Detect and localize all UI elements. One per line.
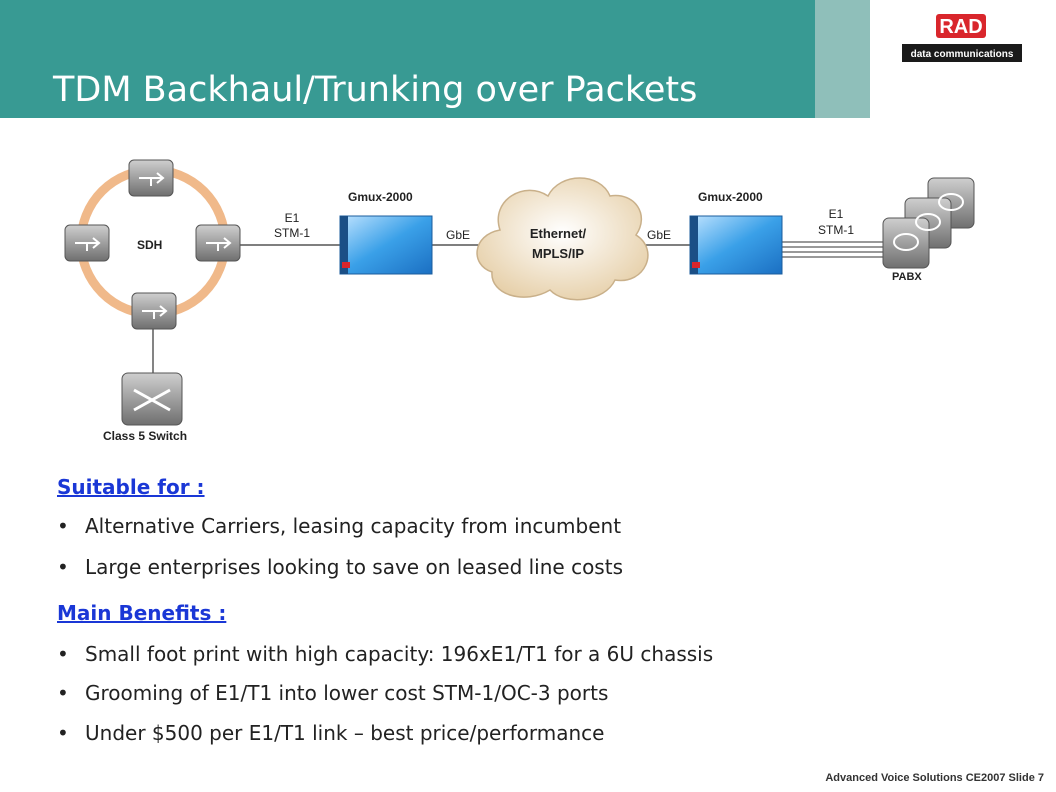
router-icon-left <box>64 224 110 262</box>
logo-subtext: data communications <box>911 49 1014 60</box>
benefits-bullet-3: • Under $500 per E1/T1 link – best price/… <box>57 721 604 745</box>
gmux-right-icon <box>689 215 783 275</box>
benefits-bullet-1: • Small foot print with high capacity: 19… <box>57 642 713 666</box>
benefits-bullet-2: • Grooming of E1/T1 into lower cost STM-1… <box>57 681 608 705</box>
bullet-dot: • <box>57 721 69 745</box>
bullet-dot: • <box>57 681 69 705</box>
gbe-left-label: GbE <box>446 228 471 242</box>
slide-title: TDM Backhaul/Trunking over Packets <box>53 70 698 110</box>
left-link-stm1-label: STM-1 <box>274 226 310 240</box>
bullet-text: Large enterprises looking to save on lea… <box>85 555 623 579</box>
gbe-right-label: GbE <box>647 228 672 242</box>
bullet-dot: • <box>57 555 69 579</box>
bullet-text: Under $500 per E1/T1 link – best price/p… <box>85 721 605 745</box>
bullet-text: Grooming of E1/T1 into lower cost STM-1/… <box>85 681 609 705</box>
router-icon-top <box>128 159 174 197</box>
pabx-label: PABX <box>892 271 922 283</box>
cloud-label-line2: MPLS/IP <box>531 246 584 261</box>
bullet-text: Small foot print with high capacity: 196… <box>85 642 714 666</box>
cloud-label-line1: Ethernet/ <box>529 226 587 241</box>
cloud-icon <box>476 177 649 301</box>
suitable-bullet-1: • Alternative Carriers, leasing capacity … <box>57 514 621 538</box>
bullet-dot: • <box>57 642 69 666</box>
slide-footer: Advanced Voice Solutions CE2007 Slide 7 <box>825 772 1044 784</box>
gmux-left-icon <box>339 215 433 275</box>
right-link-stm1-label: STM-1 <box>818 223 854 237</box>
header-band <box>0 0 870 118</box>
class5-switch-label: Class 5 Switch <box>103 429 188 443</box>
header-accent <box>815 0 870 118</box>
bullet-dot: • <box>57 514 69 538</box>
suitable-bullet-2: • Large enterprises looking to save on le… <box>57 555 623 579</box>
gmux-right-label: Gmux-2000 <box>698 190 763 204</box>
logo-text: RAD <box>939 16 982 38</box>
bullet-text: Alternative Carriers, leasing capacity f… <box>85 514 622 538</box>
router-icon-right <box>195 224 241 262</box>
sdh-label: SDH <box>137 238 163 252</box>
gmux-left-label: Gmux-2000 <box>348 190 413 204</box>
left-link-e1-label: E1 <box>284 211 300 225</box>
network-diagram <box>64 159 975 426</box>
right-link-e1-label: E1 <box>828 207 844 221</box>
router-icon-bottom <box>131 292 177 330</box>
suitable-for-heading[interactable]: Suitable for : <box>57 475 205 499</box>
class5-switch-icon <box>121 372 183 426</box>
rad-logo: RAD data communications <box>902 14 1022 62</box>
main-benefits-heading[interactable]: Main Benefits : <box>57 601 227 625</box>
pabx-icon <box>882 177 975 269</box>
